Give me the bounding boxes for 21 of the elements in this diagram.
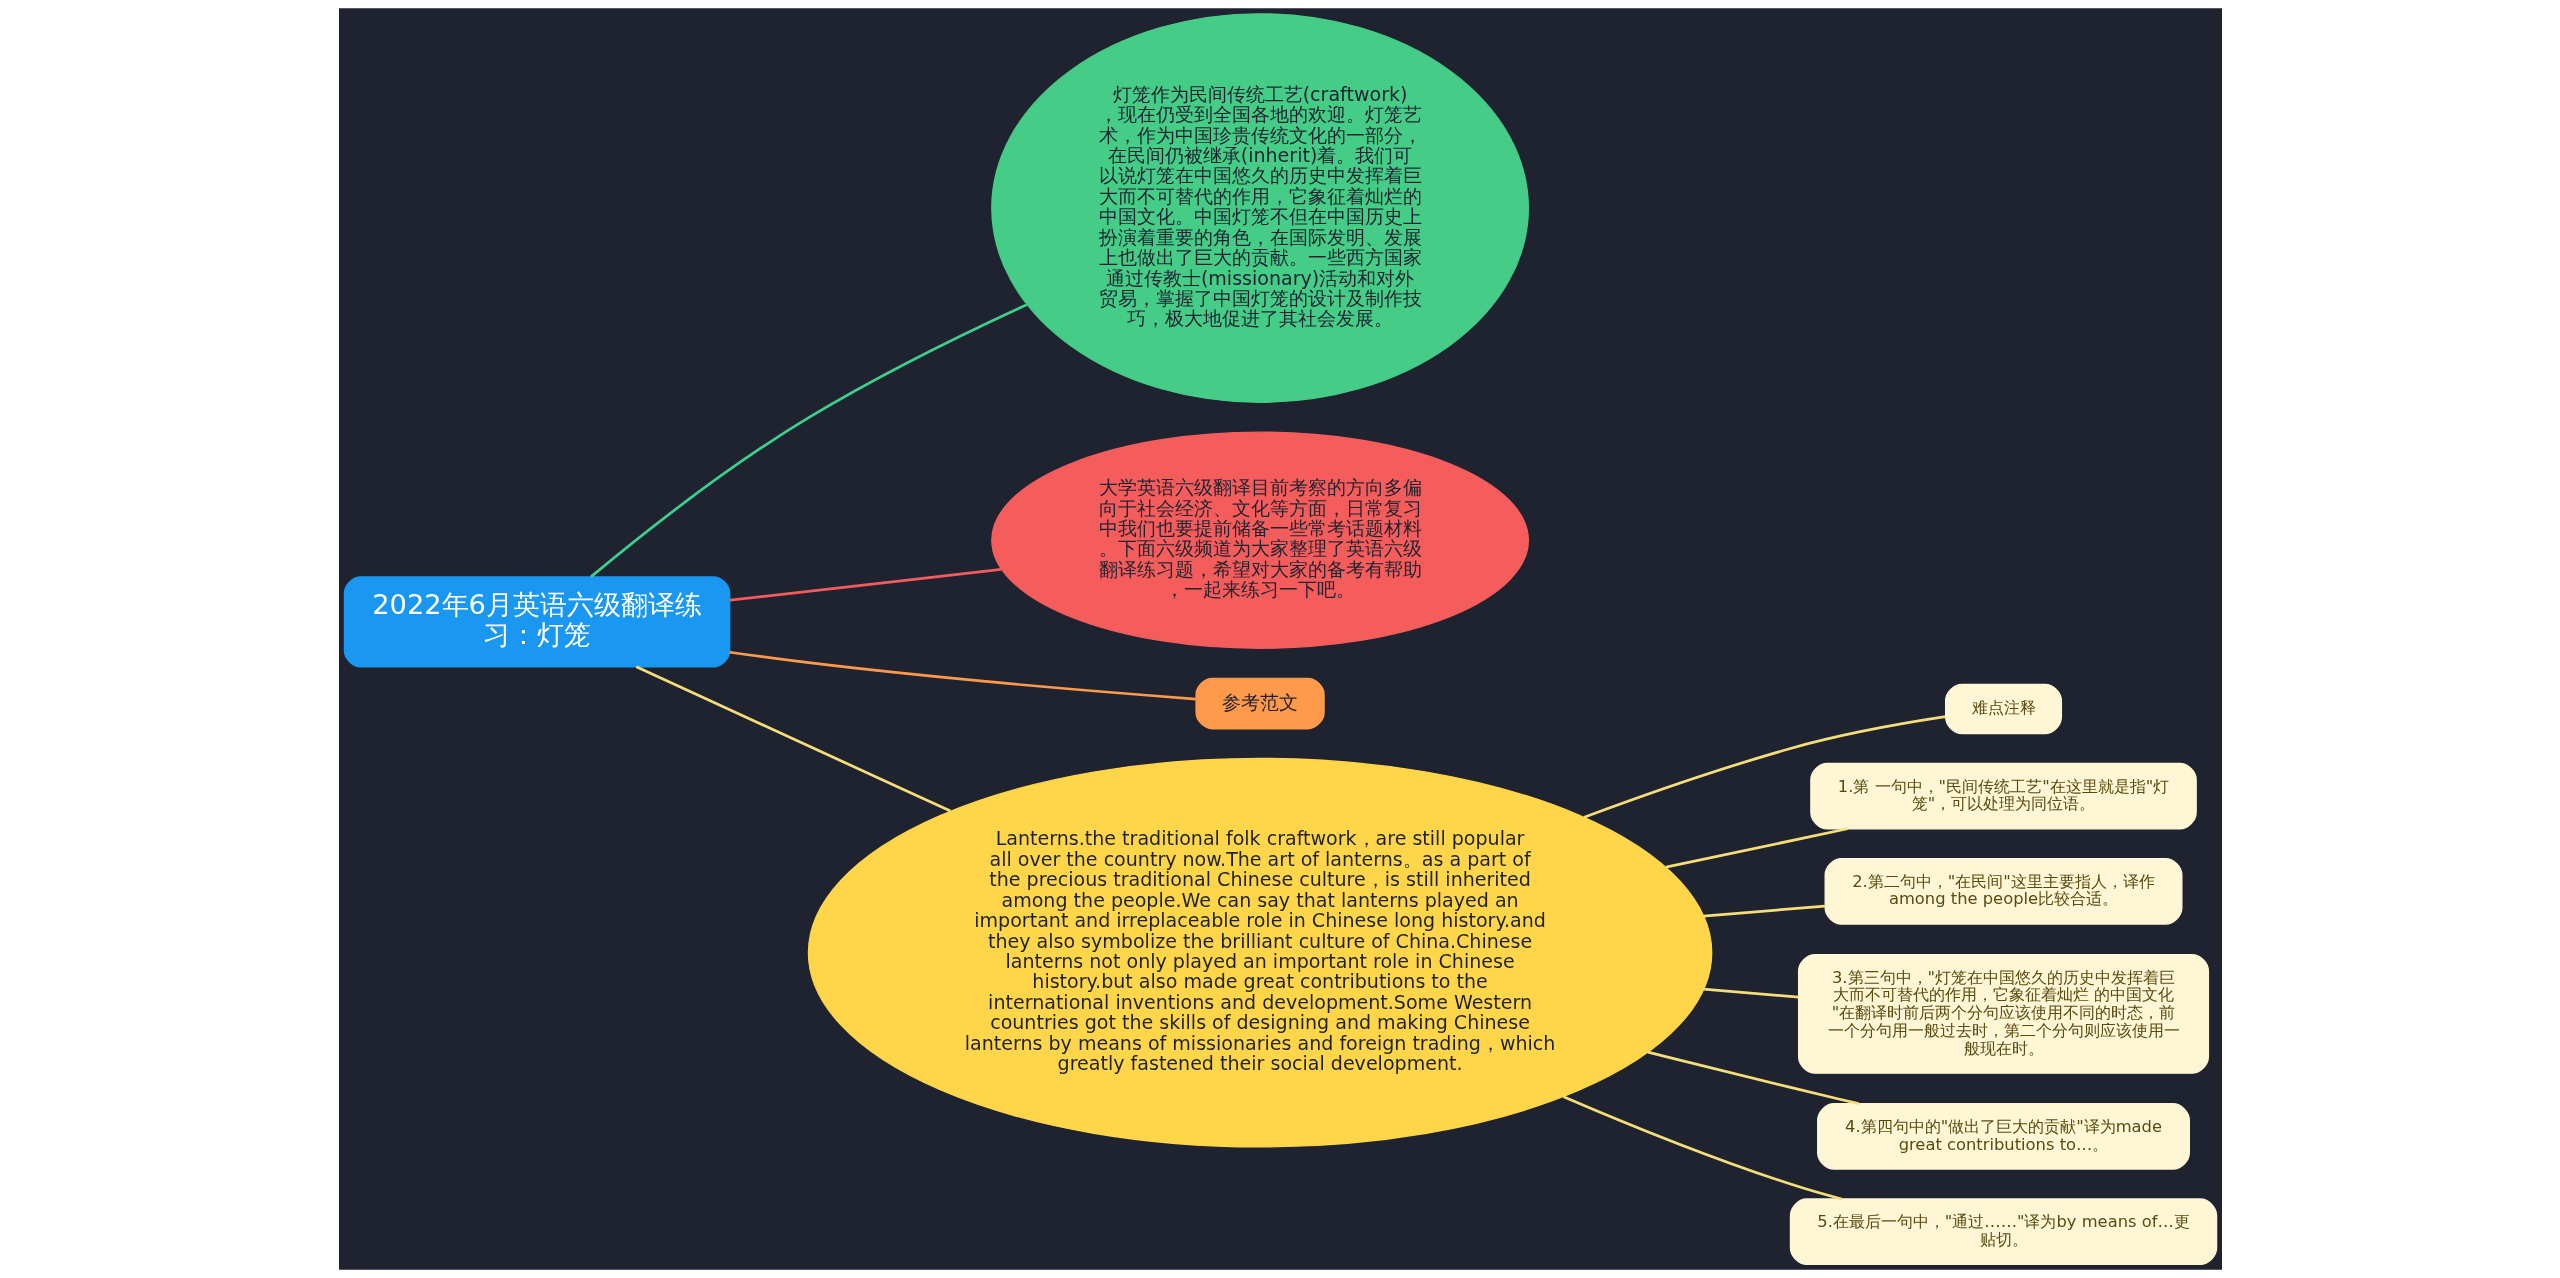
connector — [1562, 1095, 1842, 1201]
connector — [1647, 1050, 1859, 1105]
node-box: 5.在最后一句中，"通过……"译为by means of…更贴切。 — [1789, 1198, 2217, 1266]
node-ellipse: Lanterns.the traditional folk craftwork，are still popular all over the country now.The art of lanterns。as a part of the precious traditional Chinese culture，is still inherited among the people.We can say that lanterns played an important and irreplaceable role in Chinese long history.and they also symbolize the brilliant culture of China.Chinese lanterns not only played an important role in Chinese history.but also made great contributions to the international inventions and development.Some Western countries got the skills of designing and making Chinese lanterns by means of missionaries and foreign trading，which greatly fastened their social development. — [807, 757, 1712, 1148]
connector — [589, 303, 1027, 578]
connector — [1665, 827, 1848, 869]
node-box: 4.第四句中的"做出了巨大的贡献"译为made great contributions to…。 — [1816, 1103, 2190, 1170]
node-box: 参考范文 — [1194, 677, 1325, 730]
node-box: 难点注释 — [1944, 683, 2062, 735]
node-ellipse: 大学英语六级翻译目前考察的方向多偏向于社会经济、文化等方面，日常复习中我们也要提前储备一些常考话题材料。下面六级频道为大家整理了英语六级翻译练习题，希望对大家的备考有帮助，一起来练习一下吧。 — [990, 431, 1529, 649]
node-box: 3.第三句中，"灯笼在中国悠久的历史中发挥着巨大而不可替代的作用，它象征着灿烂 的中国文化"在翻译时前后两个分句应该使用不同的时态，前一个分句用一般过去时，第二个分句则应该使用一般现在时。 — [1797, 954, 2209, 1074]
connector — [729, 650, 1196, 701]
connector — [635, 665, 951, 813]
node-box: 2.第二句中，"在民间"这里主要指人，译作among the people比较合适。 — [1824, 858, 2182, 925]
node-box: 2022年6月英语六级翻译练习：灯笼 — [343, 576, 730, 668]
node-ellipse: 灯笼作为民间传统工艺(craftwork)，现在仍受到全国各地的欢迎。灯笼艺术，作为中国珍贵传统文化的一部分，在民间仍被继承(inherit)着。我们可以说灯笼在中国悠久的历史中发挥着巨大而不可替代的作用，它象征着灿烂的中国文化。中国灯笼不但在中国历史上扮演着重要的角色，在国际发明、发展上也做出了巨大的贡献。一些西方国家通过传教士(missionary)活动和对外贸易，掌握了中国灯笼的设计及制作技巧，极大地促进了其社会发展。 — [990, 13, 1529, 403]
connector — [1702, 904, 1825, 918]
connector — [1702, 987, 1799, 999]
connector — [1583, 715, 1946, 819]
connector — [729, 568, 1001, 602]
node-box: 1.第 一句中，"民间传统工艺"在这里就是指"灯笼"，可以处理为同位语。 — [1809, 762, 2197, 830]
